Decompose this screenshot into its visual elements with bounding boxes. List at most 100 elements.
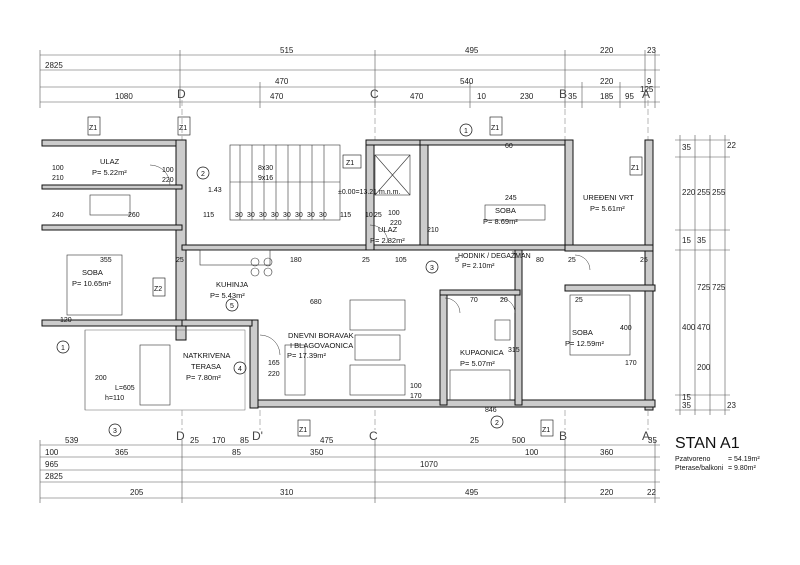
top-axis-markers: D C B A (177, 87, 650, 140)
axis-bottom-b: B (559, 429, 567, 443)
section-marker-6: 1 (61, 345, 65, 352)
dim-bot-100: 100 (45, 448, 59, 457)
dim-bot-85b: 85 (232, 448, 241, 457)
dim-m-9: 60 (505, 143, 513, 150)
area-terrace-value: = 9.80m² (728, 465, 756, 472)
dim-c-3: 25 (575, 297, 583, 304)
dim-m-17: 846 (485, 407, 497, 414)
dim-bot-22: 22 (647, 488, 656, 497)
dim-b-4: 105 (395, 257, 407, 264)
dim-top-470c: 470 (410, 92, 424, 101)
dim-m-6: 220 (390, 220, 402, 227)
dim-b-1: 25 (176, 257, 184, 264)
wall-label-3: Z1 (346, 160, 354, 167)
dim-bot-100b: 100 (525, 448, 539, 457)
dim-top-1080: 1080 (115, 92, 133, 101)
axis-bottom-a: A (642, 429, 650, 443)
dim-a-1: 30 (235, 212, 243, 219)
dim-m-19: 120 (60, 317, 72, 324)
dim-right-15b: 15 (682, 393, 691, 402)
dim-bot-25b: 25 (470, 436, 479, 445)
dim-bot-495: 495 (465, 488, 479, 497)
dim-m-5: 260 (128, 212, 140, 219)
dim-c-1: 70 (470, 297, 478, 304)
dim-c-0: 680 (310, 299, 322, 306)
dim-m-8: 245 (505, 195, 517, 202)
room-ulaz2-name: ULAZ (378, 225, 398, 234)
dim-m-16: 170 (410, 393, 422, 400)
title-block: STAN A1 Pzatvoreno = 54.19m² Pterase/bal… (675, 435, 760, 472)
area-closed-value: = 54.19m² (728, 456, 760, 463)
dim-right-725b: 725 (712, 283, 726, 292)
wall-label-6: Z1 (299, 427, 307, 434)
dim-top-470: 470 (275, 77, 289, 86)
room-terasa-name2: TERASA (191, 362, 221, 371)
top-dimension-lines (39, 50, 660, 108)
dim-a-11: 25 (374, 212, 382, 219)
room-soba2-area: P= 8.69m² (483, 217, 518, 226)
section-marker-8: 3 (113, 428, 117, 435)
dim-right-35c: 35 (697, 236, 706, 245)
area-terrace-label: Pterase/balkoni (675, 465, 724, 472)
section-marker-4: 4 (238, 366, 242, 373)
right-dimension-lines (675, 135, 730, 415)
stairs-dim2: 9x16 (258, 175, 273, 182)
dim-top-185: 185 (600, 92, 614, 101)
dim-bot-539: 539 (65, 436, 79, 445)
dim-a-10: 10 (365, 212, 373, 219)
dim-m-1: 210 (52, 175, 64, 182)
dim-a-3: 30 (259, 212, 267, 219)
room-kupaonica-area: P= 5.07m² (460, 359, 495, 368)
axis-top-b: B (559, 87, 567, 101)
dim-bot-2825: 2825 (45, 472, 63, 481)
dim-a-7: 30 (307, 212, 315, 219)
room-kupaonica-name: KUPAONICA (460, 348, 504, 357)
bottom-dimension-lines (39, 440, 660, 503)
wall-label-7: Z1 (542, 427, 550, 434)
dim-a-9: 115 (340, 212, 351, 219)
dim-right-400: 400 (682, 323, 696, 332)
room-ulaz2-area: P= 2.82m² (370, 236, 405, 245)
dim-top-125: 125 (640, 85, 654, 94)
dim-top-35: 35 (568, 92, 577, 101)
dim-top-495: 495 (465, 46, 479, 55)
dim-m-12: 220 (268, 371, 280, 378)
dim-right-200: 200 (697, 363, 711, 372)
dim-bot-310: 310 (280, 488, 294, 497)
inner-dimension-texts: 8x30 9x16 ±0.00=13.21 m.n.m. 1.43 115 30… (52, 143, 648, 414)
dim-m-14: 315 (508, 347, 520, 354)
dim-m-7: 210 (427, 227, 439, 234)
wall-type-texts: Z1 Z1 Z1 Z1 Z1 Z1 Z1 Z2 (89, 125, 639, 434)
room-vrt-name: UREĐENI VRT (583, 193, 634, 202)
dim-m-18: 170 (625, 360, 637, 367)
section-markers (56, 123, 504, 437)
room-soba1-name: SOBA (82, 268, 103, 277)
dim-top-220: 220 (600, 46, 614, 55)
room-hodnik-name: HODNIK / DEGAŽMAN (458, 251, 531, 260)
bottom-axis-labels: D D' C B A (176, 429, 650, 443)
level-mark: ±0.00=13.21 m.n.m. (338, 189, 400, 196)
dim-m-20: L=605 (115, 385, 135, 392)
room-vrt-area: P= 5.61m² (590, 204, 625, 213)
dim-a-12: 100 (388, 210, 400, 217)
dim-a-5: 30 (283, 212, 291, 219)
room-ulaz-area: P= 5.22m² (92, 168, 127, 177)
height-143: 1.43 (208, 187, 222, 194)
dim-bot-1070: 1070 (420, 460, 438, 469)
door-swings (149, 164, 591, 356)
room-terasa-area: P= 7.80m² (186, 373, 221, 382)
dim-bot-500: 500 (512, 436, 526, 445)
dim-right-22: 22 (727, 141, 736, 150)
furniture (66, 154, 631, 406)
axis-bottom-d-prime: D' (252, 429, 263, 443)
room-boravak-area: P= 17.39m² (287, 351, 326, 360)
axis-top-d: D (177, 87, 186, 101)
dim-c-2: 20 (500, 297, 508, 304)
dim-top-470b: 470 (270, 92, 284, 101)
wall-label-4: Z1 (491, 125, 499, 132)
section-marker-3: 3 (430, 265, 434, 272)
area-closed-label: Pzatvoreno (675, 456, 711, 463)
dim-bot-205: 205 (130, 488, 144, 497)
wall-label-8: Z2 (154, 286, 162, 293)
